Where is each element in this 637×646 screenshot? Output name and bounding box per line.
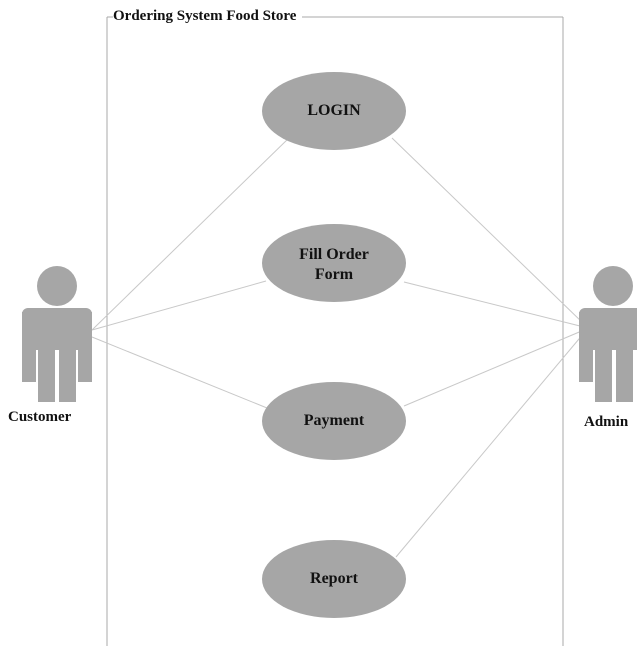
use-case-fill-order-form[interactable] [262,224,406,302]
use-case-report-label: Report [310,570,358,587]
association-admin-login [391,137,585,325]
admin-actor-label: Admin [584,414,629,430]
use-case-login-label: LOGIN [307,102,361,119]
association-customer-fill-order [91,280,267,331]
association-admin-fill-order [403,281,585,328]
association-admin-report [395,332,585,558]
association-customer-payment [91,336,268,409]
customer-actor-label: Customer [8,409,72,425]
use-case-payment[interactable] [262,382,406,460]
system-boundary-title: Ordering System Food Store [113,8,303,25]
customer-actor-icon[interactable] [22,266,92,402]
use-case-login[interactable] [262,72,406,150]
admin-actor-icon[interactable] [579,266,637,402]
use-case-report[interactable] [262,540,406,618]
association-customer-login [91,135,292,331]
use-case-payment-label: Payment [303,412,365,429]
use-case-fill-order-form-label: Fill Order Form [299,246,369,283]
association-admin-payment [403,329,585,407]
